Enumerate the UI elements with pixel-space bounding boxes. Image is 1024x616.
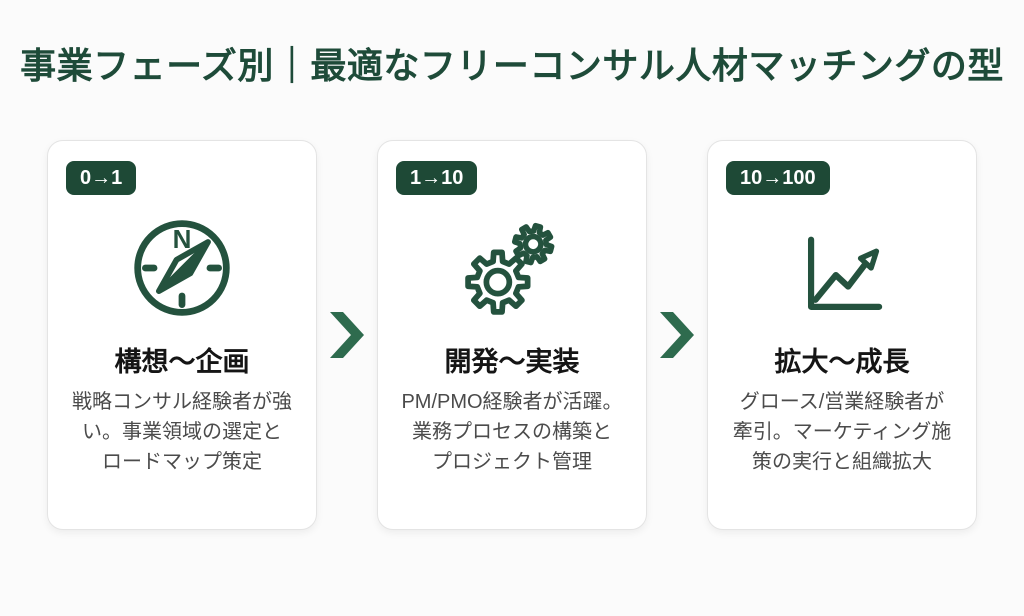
phase-card-development: 1→10 開発〜実装 PM/PMO経験者が活躍。 業務プロセスの構築と プロジェ… — [377, 140, 647, 530]
svg-text:N: N — [173, 224, 192, 254]
phase-card-concept: 0→1 N 構想〜企画 戦略コンサル経験者が強 い。事業領域の選定と ロードマッ… — [47, 140, 317, 530]
phase-badge: 10→100 — [726, 161, 830, 195]
chevron-right-icon — [317, 312, 377, 358]
phase-title: 拡大〜成長 — [774, 347, 910, 377]
growth-chart-icon — [787, 213, 897, 323]
phase-title: 構想〜企画 — [114, 347, 250, 377]
page-title: 事業フェーズ別｜最適なフリーコンサル人材マッチングの型 — [20, 45, 1004, 86]
chevron-right-icon — [647, 312, 707, 358]
phase-card-growth: 10→100 拡大〜成長 グロース/営業経験者が 牽引。マーケティング施 策の実… — [707, 140, 977, 530]
phase-badge: 0→1 — [66, 161, 137, 195]
phase-description: グロース/営業経験者が 牽引。マーケティング施 策の実行と組織拡大 — [732, 391, 952, 473]
phase-description: PM/PMO経験者が活躍。 業務プロセスの構築と プロジェクト管理 — [401, 391, 623, 473]
phase-title: 開発〜実装 — [444, 347, 580, 377]
gears-icon — [457, 213, 567, 323]
compass-icon: N — [127, 213, 237, 323]
phase-badge: 1→10 — [396, 161, 478, 195]
phases-row: 0→1 N 構想〜企画 戦略コンサル経験者が強 い。事業領域の選定と ロードマッ… — [0, 140, 1024, 530]
phase-description: 戦略コンサル経験者が強 い。事業領域の選定と ロードマップ策定 — [72, 391, 292, 473]
